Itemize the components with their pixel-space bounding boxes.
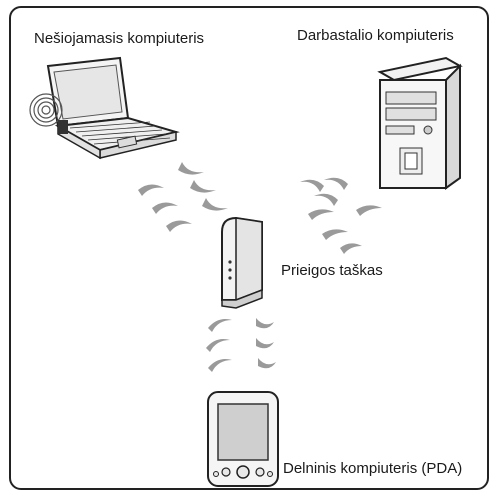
desktop-label: Darbastalio kompiuteris bbox=[297, 27, 454, 44]
access-point-label: Prieigos taškas bbox=[281, 262, 383, 279]
access-point-icon bbox=[221, 216, 263, 309]
diagram-frame bbox=[9, 6, 489, 490]
pda-label: Delninis kompiuteris (PDA) bbox=[283, 460, 463, 477]
pda-icon bbox=[207, 391, 279, 487]
laptop-label: Nešiojamasis kompiuteris bbox=[34, 30, 205, 47]
laptop-icon bbox=[29, 56, 180, 160]
desktop-tower-icon bbox=[377, 56, 463, 190]
wireless-signal-icon bbox=[138, 162, 382, 372]
